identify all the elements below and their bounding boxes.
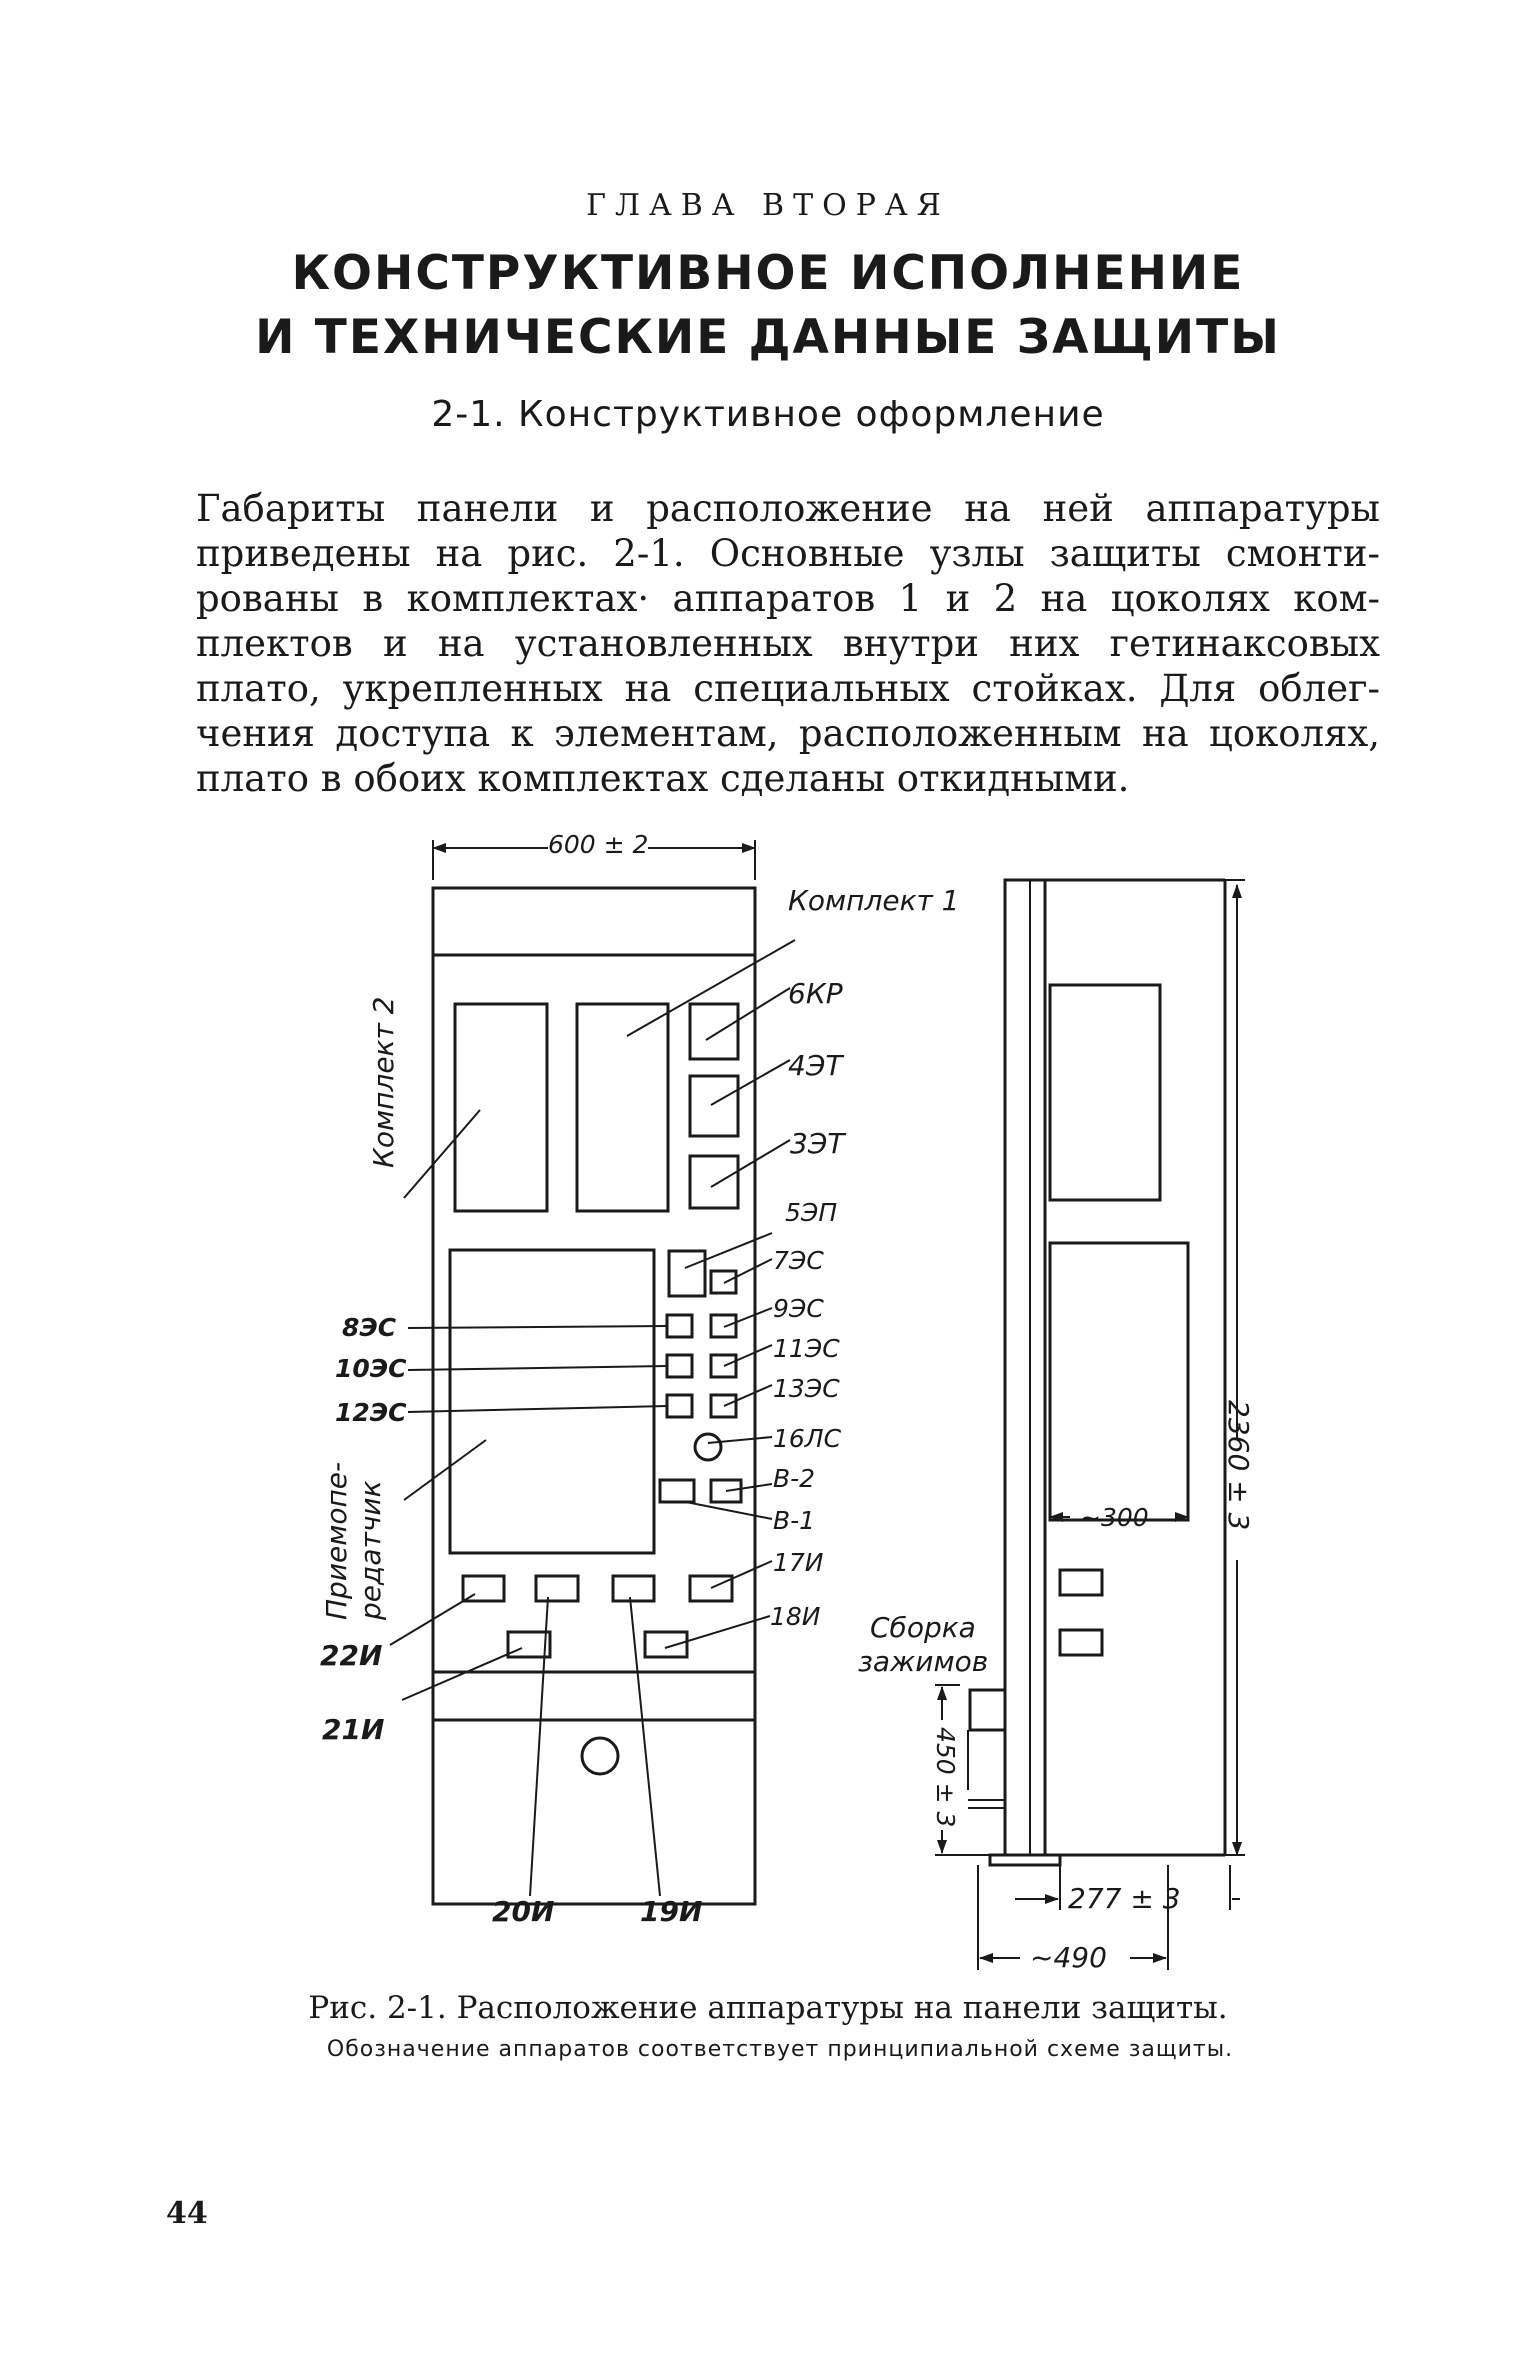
paragraph-line: плато в обоих комплектах сделаны откидны… bbox=[196, 757, 1130, 800]
label-4ET: 4ЭТ bbox=[788, 1049, 843, 1082]
clamp-assembly bbox=[968, 1688, 1007, 1732]
paragraph-line: рованы в комплектах· аппаратов 1 и 2 на … bbox=[196, 577, 1380, 620]
relay-5EP bbox=[667, 1249, 707, 1298]
paragraph-line: плато, укрепленных на специальных стойка… bbox=[196, 667, 1380, 710]
relay-20I bbox=[534, 1574, 580, 1603]
kit-1-side-block bbox=[1048, 983, 1162, 1202]
panel-side-outline bbox=[1003, 878, 1047, 1857]
side-relay-2 bbox=[1058, 1628, 1104, 1657]
dim-450-label: 450 ± 3 bbox=[931, 1727, 960, 1828]
relay-9ES bbox=[709, 1313, 738, 1339]
receiver-transmitter-label: Приемопе- редатчик bbox=[320, 1461, 387, 1620]
chapter-title-line: И ТЕХНИЧЕСКИЕ ДАННЫЕ ЗАЩИТЫ bbox=[255, 310, 1281, 365]
lamp-bottom bbox=[580, 1736, 620, 1776]
label-19I: 19И bbox=[640, 1895, 703, 1928]
relay-19I bbox=[611, 1574, 656, 1603]
relay-4ET bbox=[688, 1074, 740, 1138]
label-22I: 22И bbox=[320, 1639, 383, 1672]
clamp-assembly-label-2: зажимов bbox=[858, 1645, 989, 1678]
clamp-assembly-label-1: Сборка bbox=[870, 1611, 976, 1644]
label-21I: 21И bbox=[322, 1713, 385, 1746]
label-7ES: 7ЭС bbox=[773, 1246, 824, 1275]
section-title: 2-1. Конструктивное оформление bbox=[431, 394, 1105, 435]
relay-18I bbox=[643, 1630, 689, 1659]
label-18I: 18И bbox=[770, 1602, 821, 1631]
dim-height-label: 2360 ± 3 bbox=[1222, 1400, 1255, 1531]
switch-V2 bbox=[709, 1478, 743, 1504]
side-relay-1 bbox=[1058, 1568, 1104, 1597]
label-17I: 17И bbox=[773, 1548, 824, 1577]
relay-13ES bbox=[709, 1393, 738, 1419]
body-paragraph: Габариты панели и расположение на ней ап… bbox=[196, 486, 1380, 801]
panel-front-outline bbox=[431, 886, 757, 1906]
receiver-transmitter-block bbox=[448, 1248, 656, 1555]
figure-caption: Рис. 2-1. Расположение аппаратуры на пан… bbox=[308, 1990, 1228, 2026]
switch-V1 bbox=[658, 1478, 696, 1504]
lamp-16LS bbox=[693, 1432, 723, 1462]
relay-22I bbox=[461, 1574, 506, 1603]
relay-7ES bbox=[709, 1269, 738, 1295]
figure-caption-note: Обозначение аппаратов соответствует прин… bbox=[326, 2037, 1234, 2062]
paragraph-line: плектов и на установленных внутри них ге… bbox=[196, 622, 1380, 665]
label-9ES: 9ЭС bbox=[773, 1294, 824, 1323]
relay-8ES bbox=[665, 1313, 694, 1339]
chapter-title-line: КОНСТРУКТИВНОЕ ИСПОЛНЕНИЕ bbox=[291, 246, 1245, 301]
dim-490-label: ~490 bbox=[1030, 1941, 1107, 1974]
kit-2-side-block bbox=[1048, 1241, 1190, 1522]
relay-21I bbox=[506, 1630, 552, 1659]
page-number: 44 bbox=[166, 2196, 208, 2231]
kit-1-block bbox=[575, 1002, 670, 1213]
relay-12ES bbox=[665, 1393, 694, 1419]
kit-2-label: Комплект 2 bbox=[367, 996, 400, 1169]
kit-2-block bbox=[453, 1002, 549, 1213]
chapter-title: КОНСТРУКТИВНОЕ ИСПОЛНЕНИЕ И ТЕХНИЧЕСКИЕ … bbox=[0, 242, 1536, 370]
paragraph-line: приведены на рис. 2-1. Основные узлы защ… bbox=[196, 532, 1380, 575]
label-13ES: 13ЭС bbox=[773, 1374, 840, 1403]
label-5EP: 5ЭП bbox=[785, 1198, 838, 1227]
paragraph-line: Габариты панели и расположение на ней ап… bbox=[196, 487, 1380, 530]
label-16LS: 16ЛС bbox=[773, 1424, 842, 1453]
label-6KR: 6КР bbox=[788, 977, 843, 1010]
kit-1-label: Комплект 1 bbox=[788, 884, 960, 917]
label-11ES: 11ЭС bbox=[773, 1334, 840, 1363]
chapter-label: ГЛАВА ВТОРАЯ bbox=[586, 188, 950, 223]
dim-277-label: 277 ± 3 bbox=[1068, 1882, 1181, 1915]
label-20I: 20И bbox=[492, 1895, 555, 1928]
label-3ET: 3ЭТ bbox=[790, 1127, 845, 1160]
relay-17I bbox=[688, 1574, 734, 1603]
label-V2: В-2 bbox=[773, 1464, 816, 1493]
dim-width-label: 600 ± 2 bbox=[548, 830, 649, 859]
relay-3ET bbox=[688, 1154, 740, 1210]
label-12ES: 12ЭС bbox=[335, 1398, 407, 1427]
paragraph-line: чения доступа к элементам, расположенным… bbox=[196, 712, 1380, 755]
relay-10ES bbox=[665, 1353, 694, 1379]
relay-6KR bbox=[688, 1002, 740, 1061]
dim-depth-inner-label: ~300 bbox=[1080, 1503, 1149, 1532]
label-V1: В-1 bbox=[773, 1506, 816, 1535]
relay-11ES bbox=[709, 1353, 738, 1379]
side-base bbox=[988, 1853, 1062, 1867]
label-10ES: 10ЭС bbox=[335, 1354, 407, 1383]
label-8ES: 8ЭС bbox=[342, 1313, 397, 1342]
